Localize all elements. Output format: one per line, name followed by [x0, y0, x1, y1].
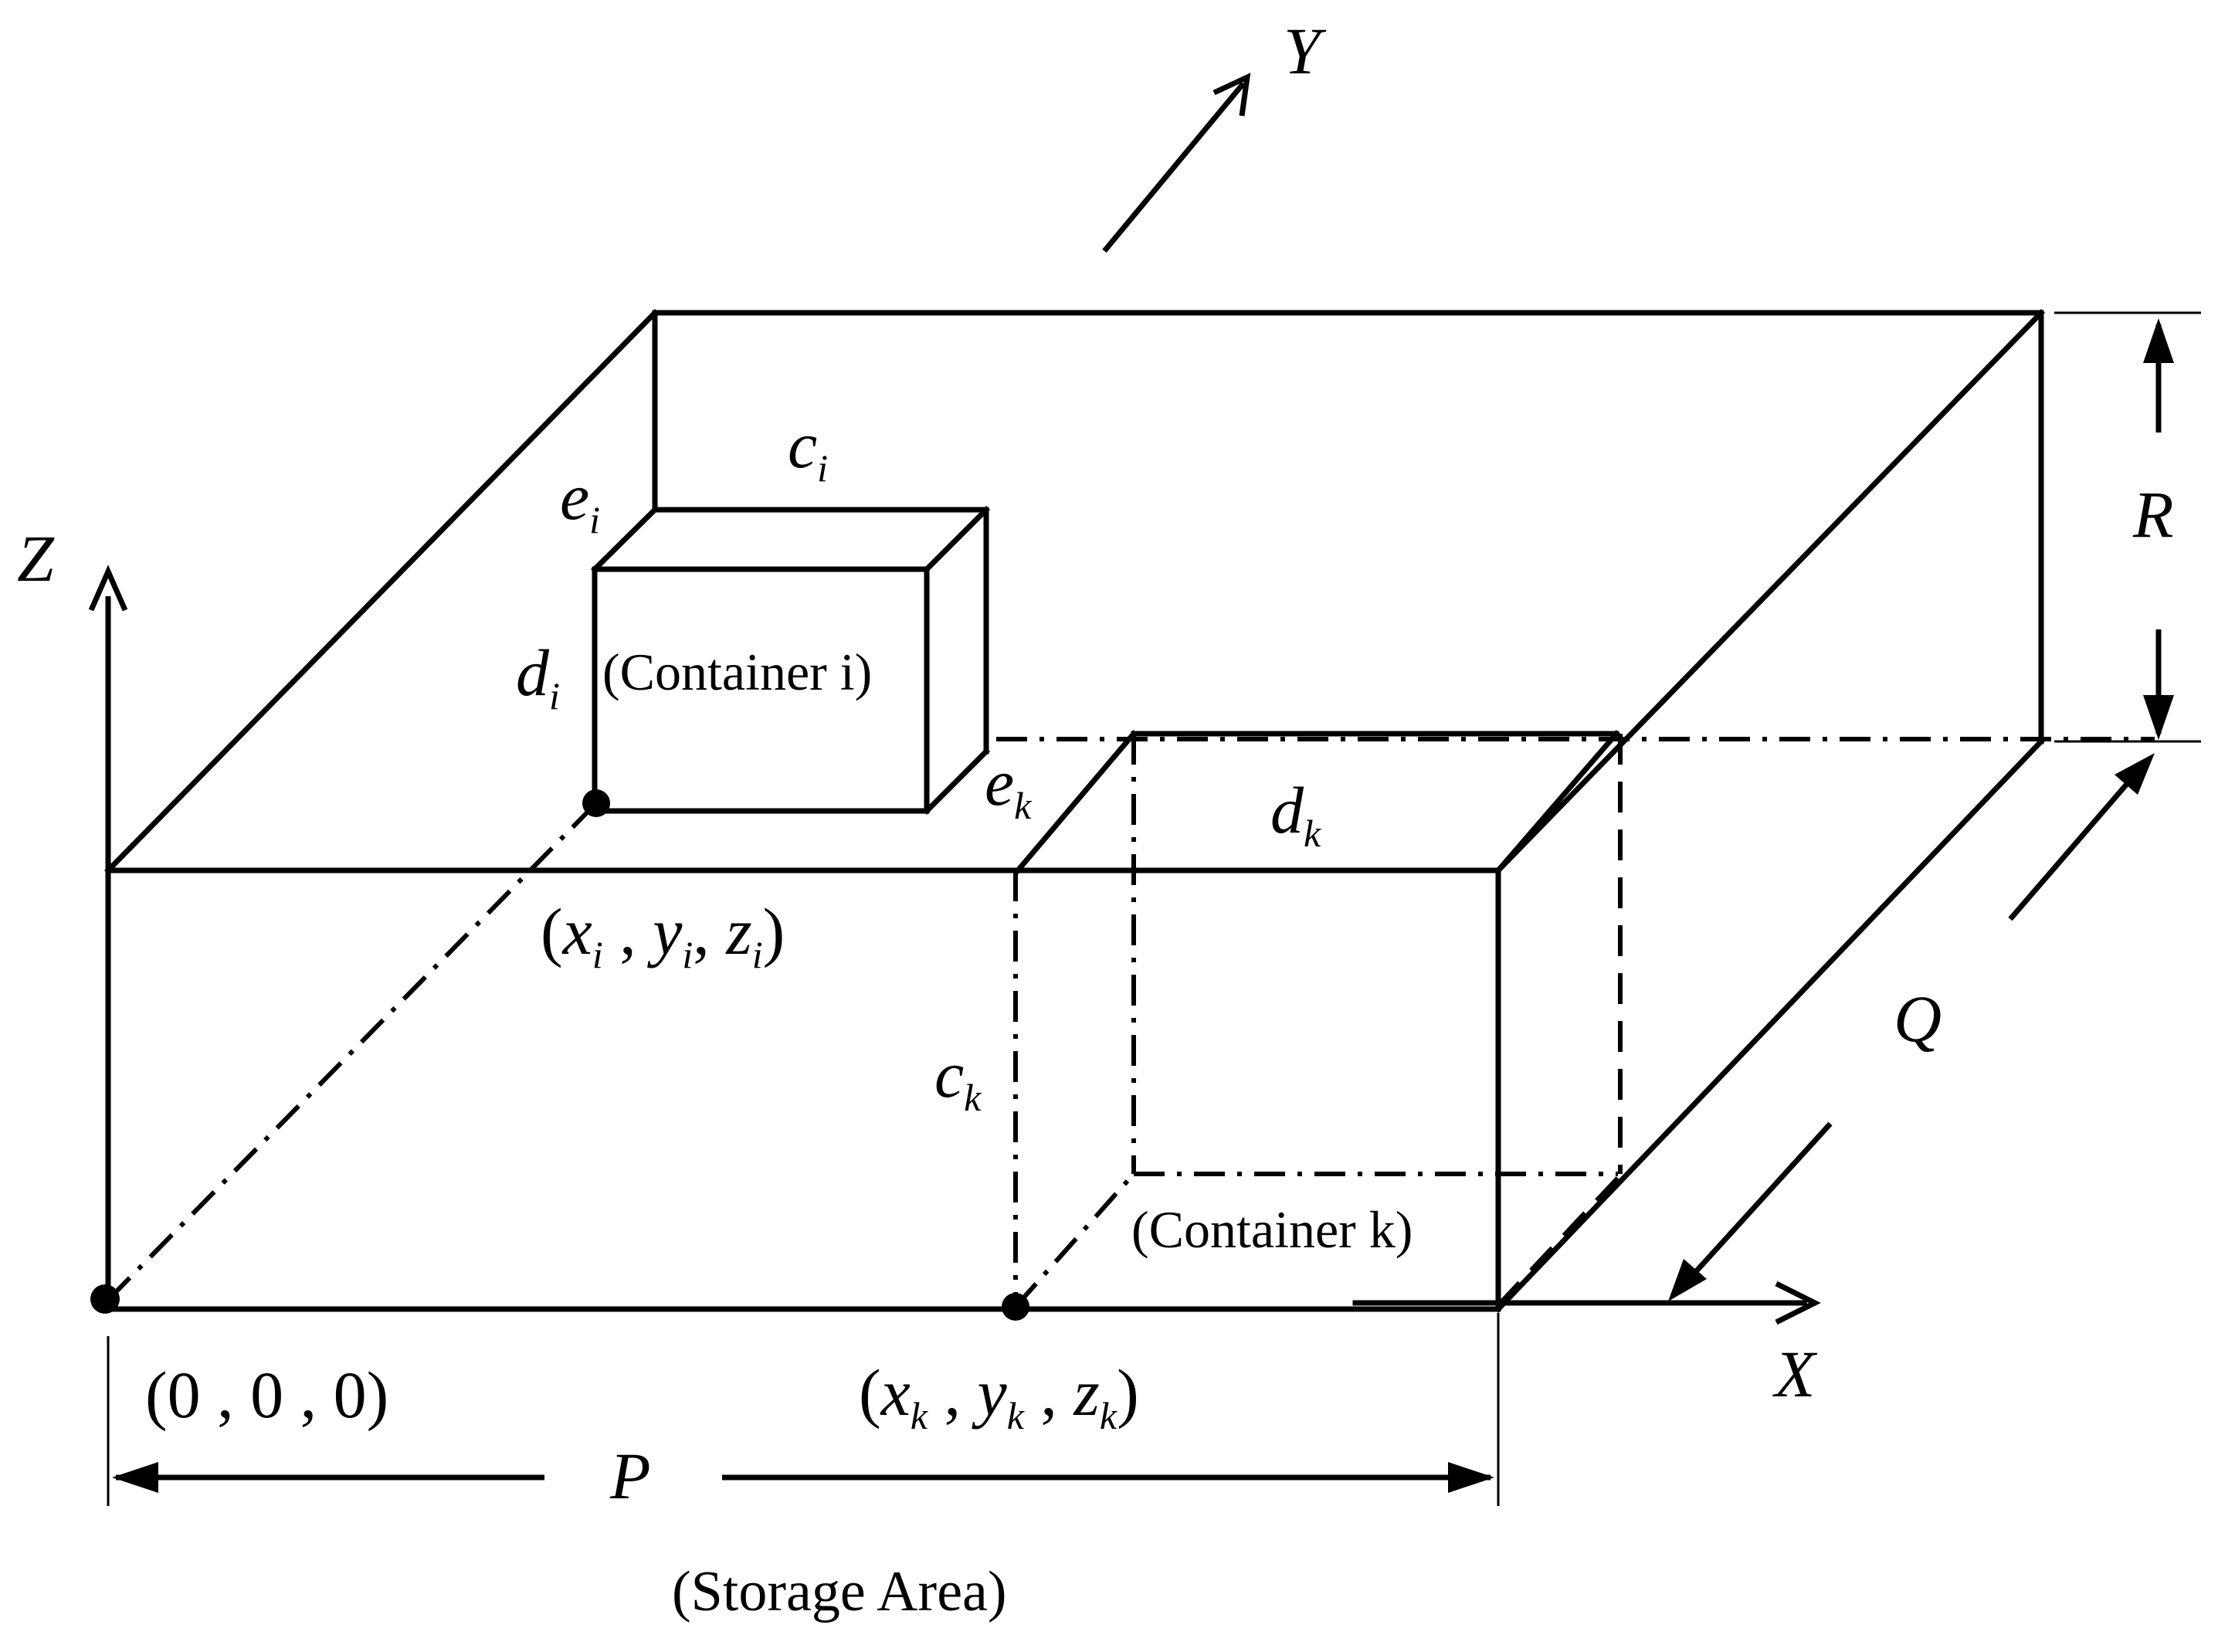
container-i-top-left-diagonal [591, 506, 659, 573]
origin-dot [90, 1284, 120, 1314]
q-arrowhead-bottom [1668, 1259, 1707, 1301]
dimension-p [107, 1313, 1500, 1506]
x-axis-label: X [1772, 1337, 1818, 1411]
q-arrow-bottom [1674, 1121, 1833, 1296]
q-arrowhead-top [2115, 753, 2155, 795]
container-i [582, 506, 990, 817]
container-k-coords-label: (xk , yk , zk) [859, 1355, 1139, 1437]
container-i-front [592, 566, 930, 814]
container-i-bottom-right-diagonal [923, 748, 990, 815]
container-k-top-right-diagonal [1494, 730, 1620, 874]
dimension-q [1668, 753, 2155, 1301]
y-axis-line [1102, 81, 1246, 253]
y-axis-arrowhead [1212, 73, 1251, 117]
r-label: R [2132, 477, 2174, 551]
container-k [1002, 730, 1623, 1321]
z-axis-label: Z [17, 521, 55, 595]
container-k-hidden-bottom-diagonal [1013, 1172, 1136, 1308]
container-i-label: (Container i) [602, 643, 872, 701]
container-k-origin-dot [1002, 1293, 1029, 1321]
container-k-width-label: ek [985, 745, 1032, 827]
storage-front-face [105, 867, 1501, 1312]
q-arrow-top [2008, 758, 2149, 921]
container-k-length-label: dk [1270, 773, 1321, 855]
container-i-top-right-diagonal [923, 506, 990, 573]
storage-top-left-diagonal [104, 309, 659, 874]
container-k-label: (Container k) [1131, 1200, 1413, 1259]
origin-label: (0 , 0 , 0) [145, 1358, 388, 1432]
storage-area-box [104, 309, 2155, 1313]
z-axis-arrowhead [88, 565, 128, 612]
container-i-origin-dot [582, 789, 610, 817]
storage-hidden-diagonal [106, 801, 599, 1302]
r-arrowhead-top [2143, 318, 2174, 363]
p-arrowhead-left [112, 1462, 158, 1493]
container-i-coords-label: (xi , yi, zi) [541, 894, 785, 976]
container-i-length-label: ci [788, 408, 828, 490]
r-arrowhead-bottom [2143, 695, 2174, 740]
axes [88, 73, 1821, 1325]
container-k-height-label: ck [934, 1037, 982, 1119]
storage-area-caption: (Storage Area) [672, 1560, 1007, 1623]
y-axis-label: Y [1284, 14, 1327, 88]
dimension-r [2054, 311, 2201, 743]
container-k-hidden-bottom-right-diagonal [1496, 1175, 1620, 1308]
storage-bottom-right-diagonal [1494, 738, 2045, 1313]
q-label: Q [1894, 982, 1942, 1056]
container-k-top-left-diagonal [1014, 730, 1138, 874]
p-label: P [609, 1439, 651, 1513]
storage-top-right-diagonal [1494, 309, 2045, 874]
container-i-height-label: di [516, 636, 560, 717]
container-i-width-label: ei [560, 460, 600, 541]
x-axis-arrowhead [1775, 1281, 1821, 1325]
p-arrowhead-right [1448, 1462, 1494, 1493]
